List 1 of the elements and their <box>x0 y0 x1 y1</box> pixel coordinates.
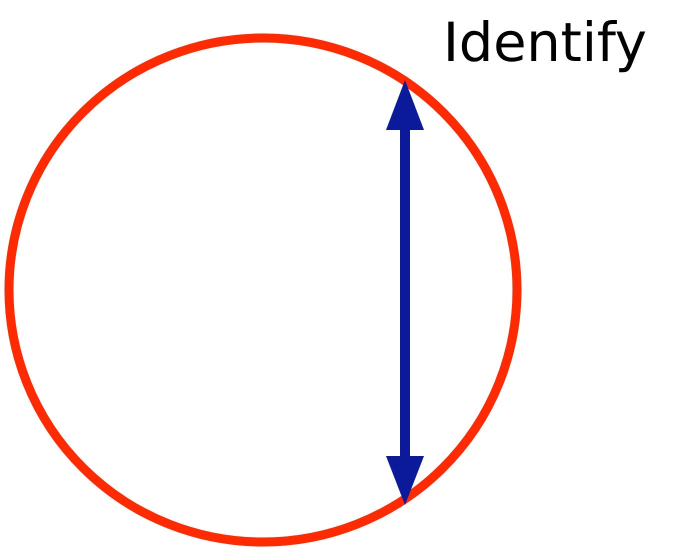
label-text: Identify <box>443 16 647 70</box>
